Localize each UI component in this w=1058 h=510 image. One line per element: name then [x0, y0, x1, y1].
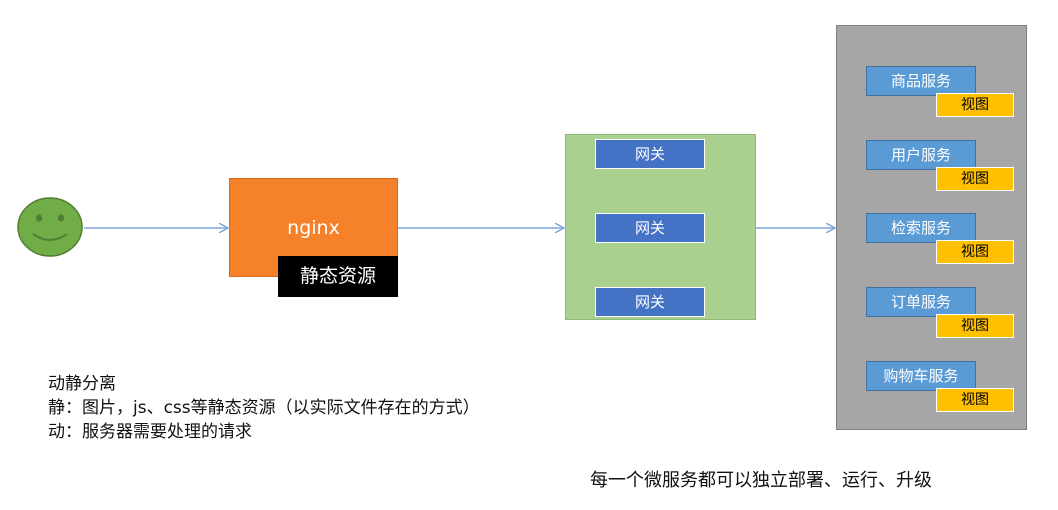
service-search-view: 视图 [936, 240, 1014, 264]
user-smiley-icon [16, 196, 84, 258]
notes-dynamic-line: 动：服务器需要处理的请求 [48, 422, 252, 442]
service-search: 检索服务 [866, 213, 976, 243]
gateway-item-3: 网关 [595, 287, 705, 317]
notes-block: 动静分离 静：图片，js、css等静态资源（以实际文件存在的方式） 动：服务器需… [48, 372, 480, 444]
notes-static-line: 静：图片，js、css等静态资源（以实际文件存在的方式） [48, 398, 480, 418]
service-cart-view: 视图 [936, 388, 1014, 412]
footer-note: 每一个微服务都可以独立部署、运行、升级 [590, 470, 932, 491]
nginx-label: nginx [287, 217, 340, 239]
service-product: 商品服务 [866, 66, 976, 96]
gateway-item-1: 网关 [595, 139, 705, 169]
service-order-view: 视图 [936, 314, 1014, 338]
gateway-item-2: 网关 [595, 213, 705, 243]
service-user: 用户服务 [866, 140, 976, 170]
notes-title: 动静分离 [48, 374, 116, 394]
service-cart: 购物车服务 [866, 361, 976, 391]
service-product-view: 视图 [936, 93, 1014, 117]
service-user-view: 视图 [936, 167, 1014, 191]
static-resource-tag: 静态资源 [278, 256, 398, 297]
service-order: 订单服务 [866, 287, 976, 317]
